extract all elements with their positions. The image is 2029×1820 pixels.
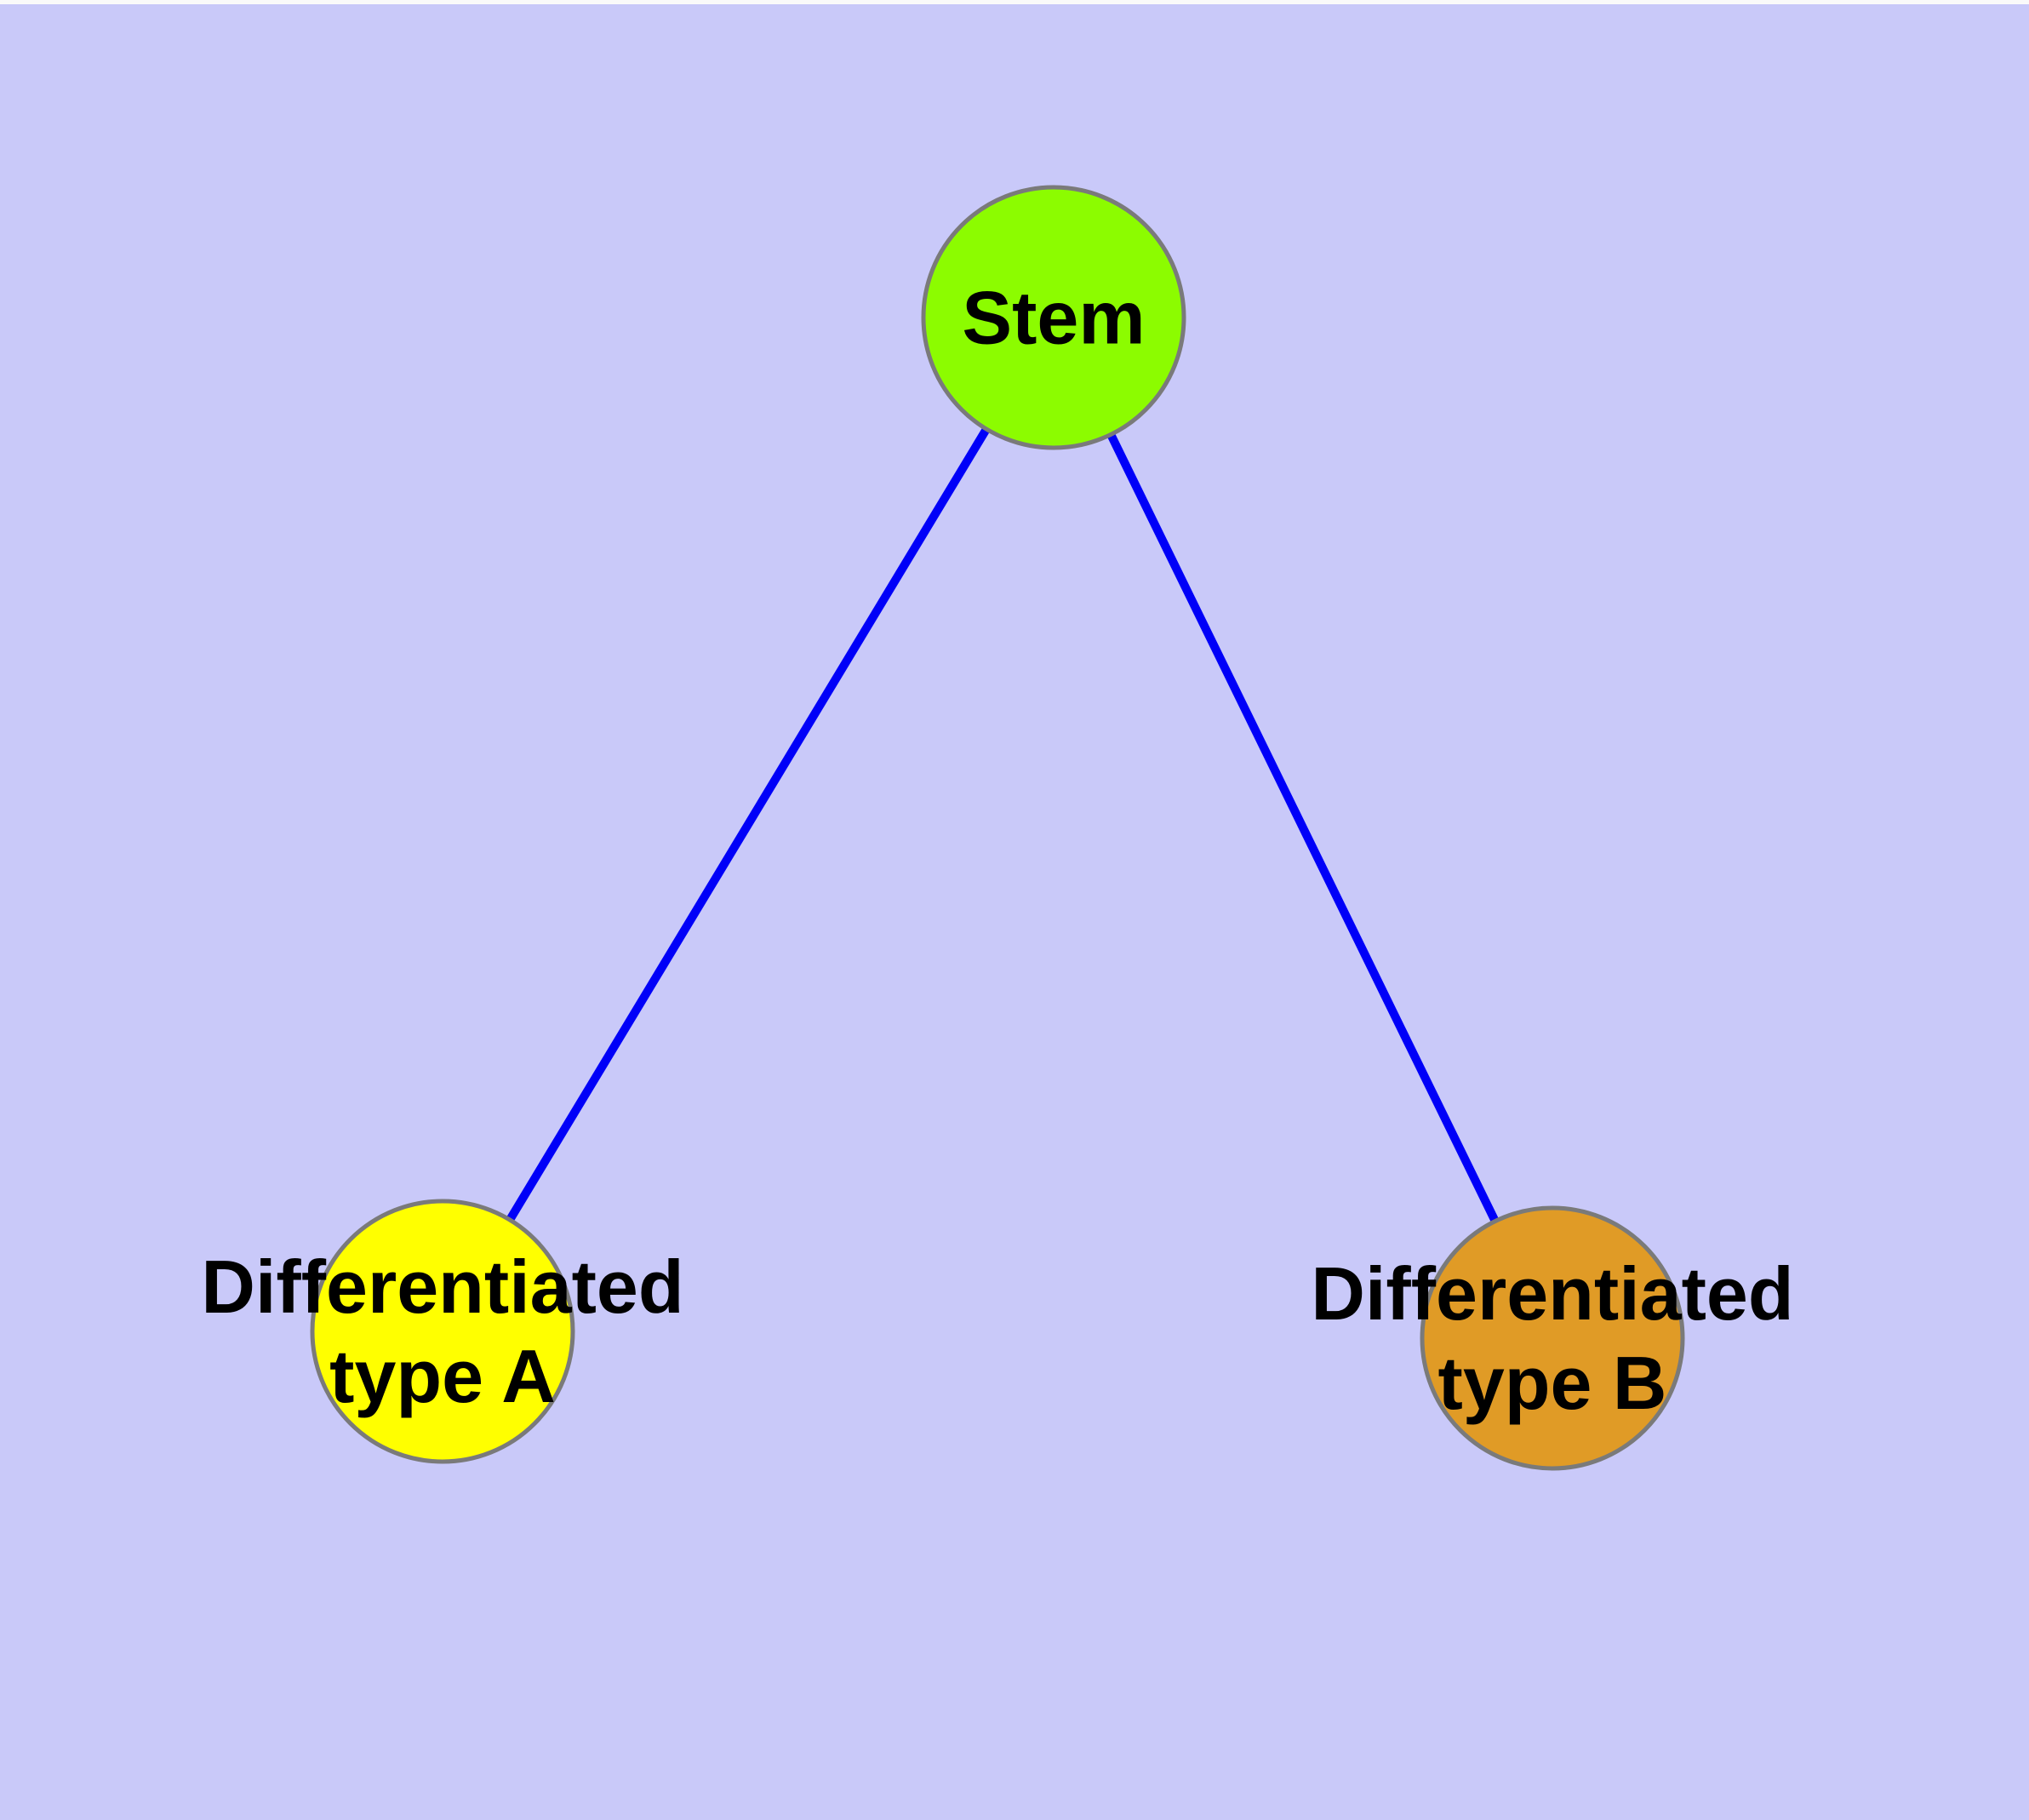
node-type-a-label-line2: type A xyxy=(329,1334,556,1418)
edge-stem-to-type-b xyxy=(1049,315,1557,1341)
node-stem-label: Stem xyxy=(962,273,1145,363)
top-strip xyxy=(0,0,2029,4)
node-type-b-label-line2: type B xyxy=(1437,1341,1667,1425)
node-type-a-label: Differentiated type A xyxy=(201,1242,683,1421)
edge-stem-to-type-a xyxy=(438,315,1058,1334)
node-stem-label-line: Stem xyxy=(962,275,1146,360)
node-type-a-label-line1: Differentiated xyxy=(201,1245,684,1329)
node-type-b[interactable] xyxy=(1420,1205,1685,1471)
node-type-a[interactable] xyxy=(310,1199,575,1464)
node-type-b-label: Differentiated type B xyxy=(1311,1249,1793,1428)
node-stem[interactable] xyxy=(921,185,1186,450)
node-type-b-label-line1: Differentiated xyxy=(1311,1251,1794,1336)
